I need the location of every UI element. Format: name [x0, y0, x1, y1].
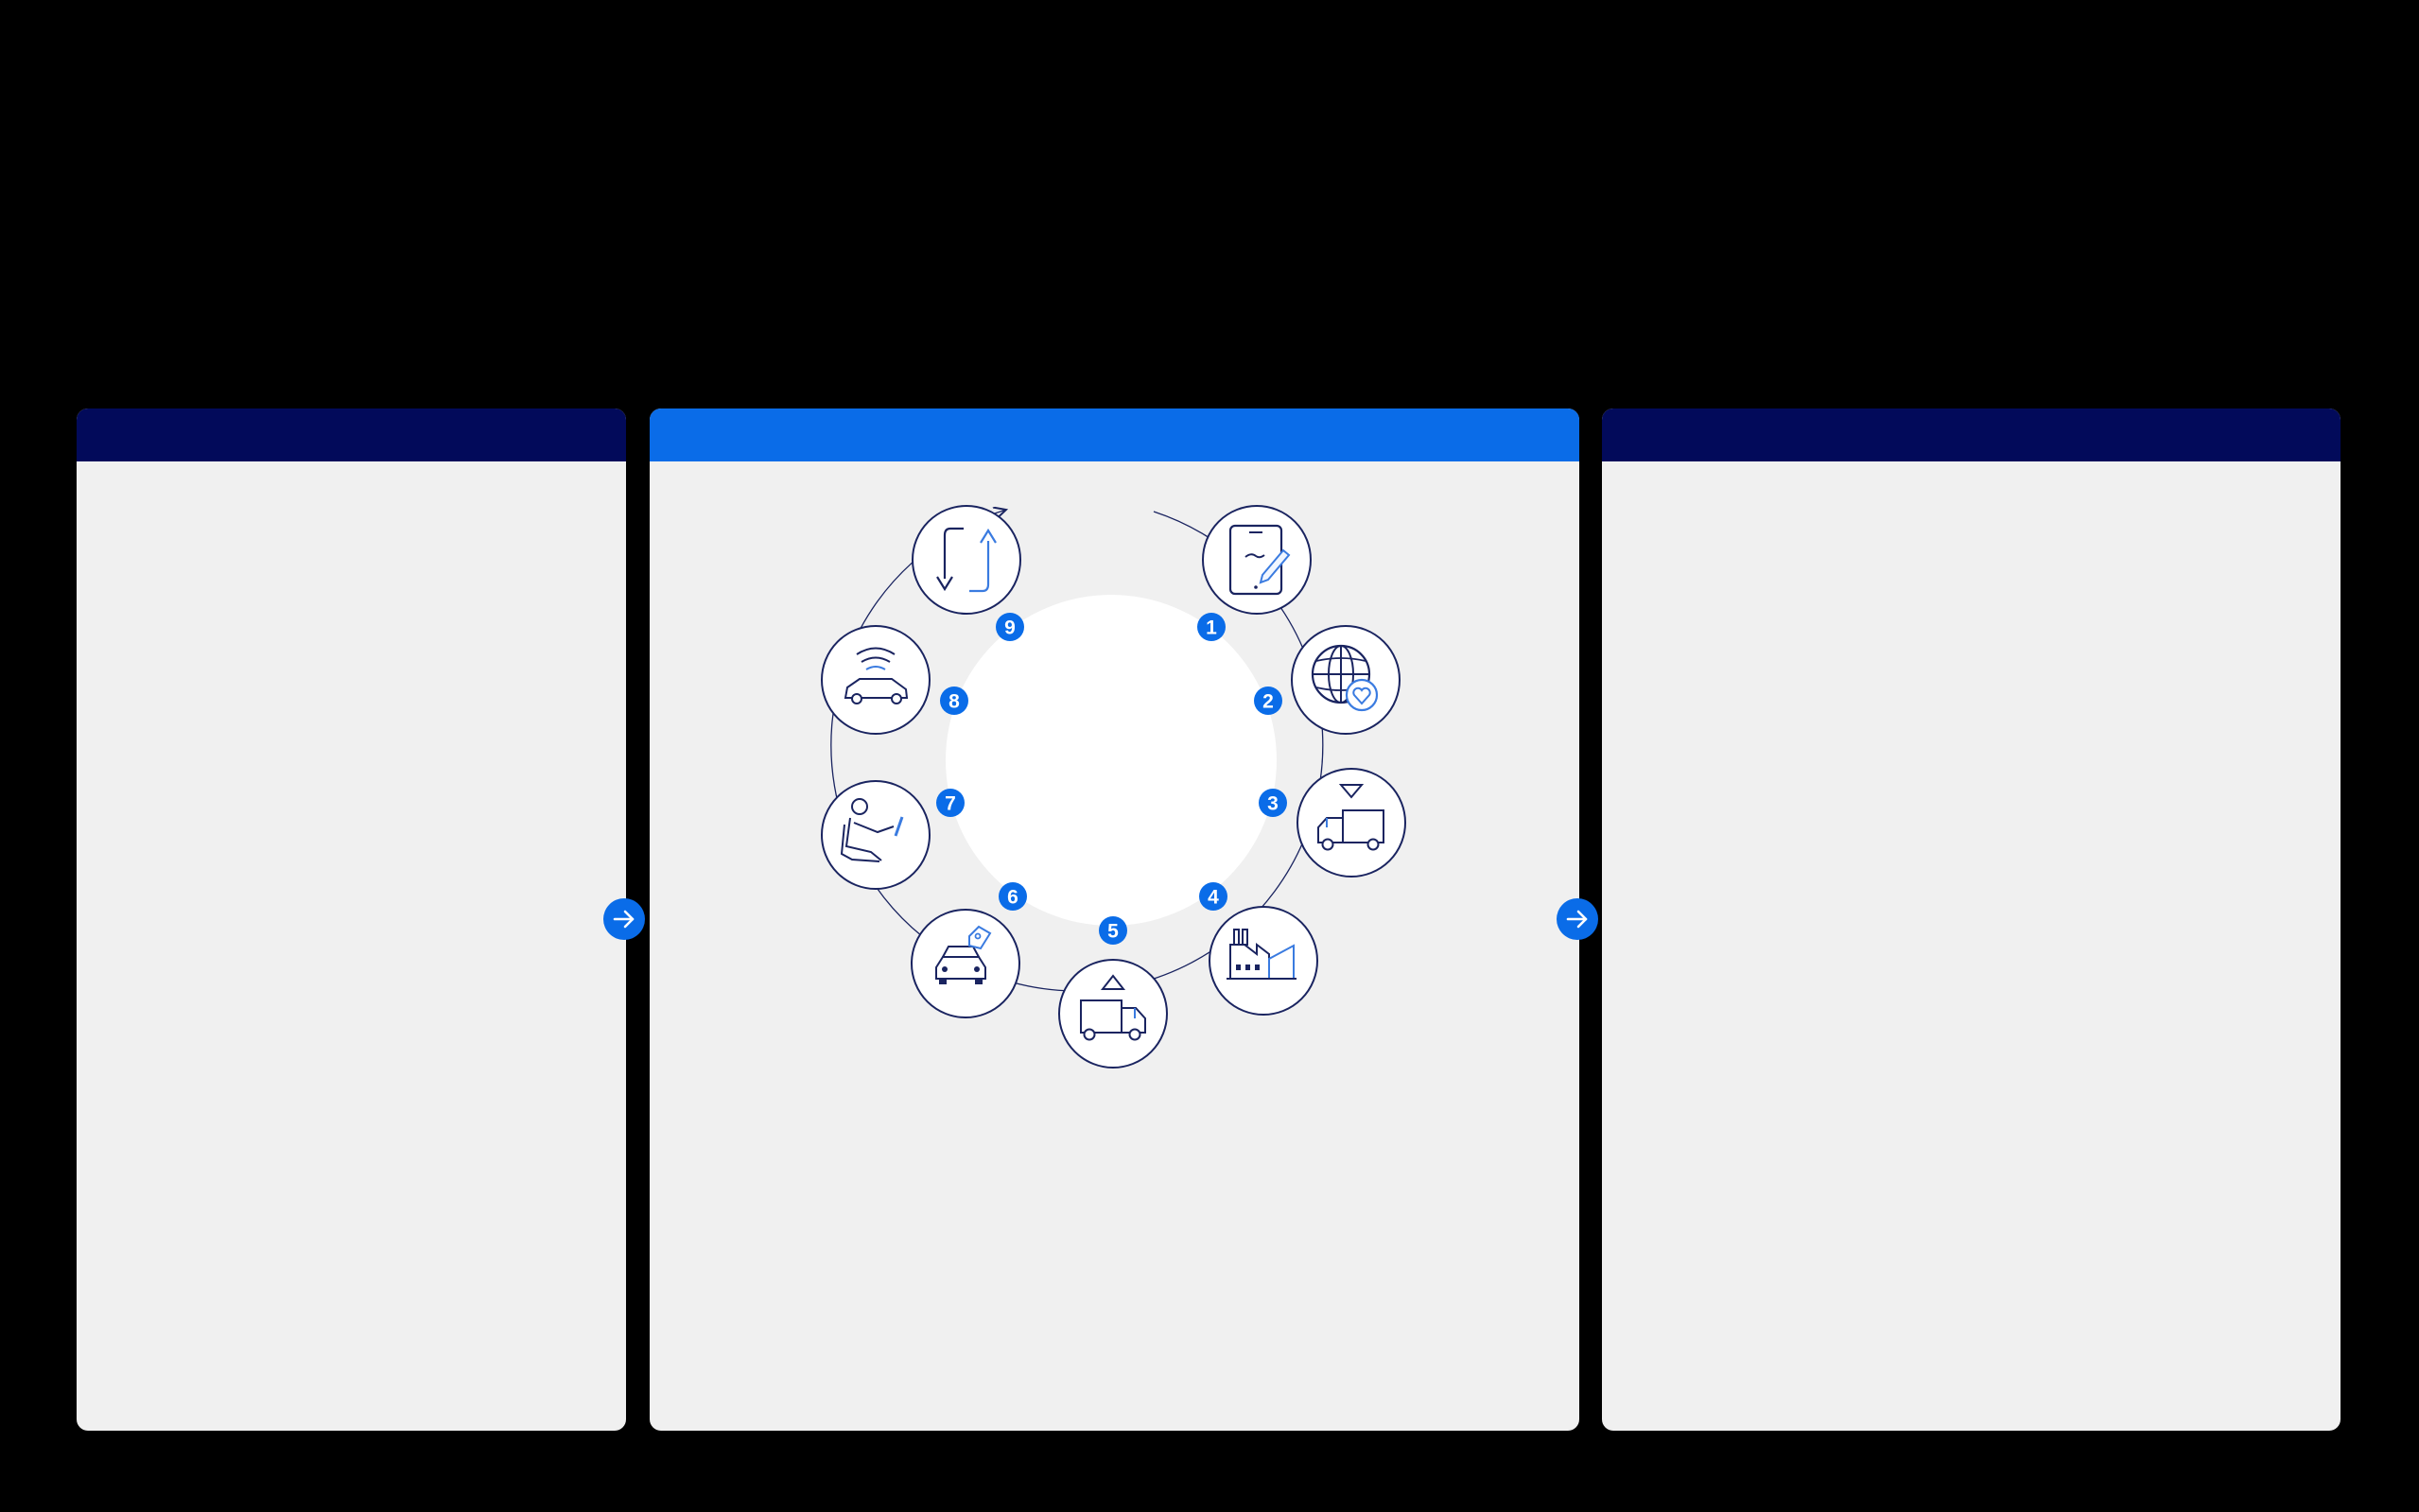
step-6[interactable]: 6	[911, 882, 1027, 1018]
arrow-right-icon	[613, 910, 635, 929]
step-2-badge	[1254, 686, 1282, 715]
step-7-badge	[936, 789, 965, 817]
right-panel	[1602, 408, 2341, 1431]
step-9[interactable]: 9	[912, 505, 1024, 641]
step-3-badge	[1259, 789, 1287, 817]
arrow-right-icon	[1566, 910, 1588, 929]
truck-inbound-icon	[1297, 768, 1406, 878]
step-4-badge	[1199, 882, 1227, 911]
step-3[interactable]: 3	[1259, 768, 1406, 878]
recycle-arrows-icon	[912, 505, 1021, 615]
step-5[interactable]: 5	[1058, 916, 1168, 1069]
globe-heart-icon	[1291, 625, 1401, 735]
truck-outbound-icon	[1058, 959, 1168, 1069]
step-3-number: 3	[1267, 793, 1279, 815]
step-2[interactable]: 2	[1254, 625, 1401, 735]
step-6-number: 6	[1007, 887, 1018, 909]
car-price-tag-icon	[911, 909, 1020, 1018]
step-1[interactable]: 1	[1197, 505, 1312, 641]
step-9-number: 9	[1004, 617, 1016, 639]
step-6-badge	[999, 882, 1027, 911]
step-7-number: 7	[945, 793, 956, 815]
tablet-pencil-icon	[1202, 505, 1312, 615]
center-disc	[946, 595, 1277, 926]
step-2-number: 2	[1262, 691, 1274, 713]
lifecycle-diagram: 1 2	[821, 505, 1406, 1069]
step-8-number: 8	[948, 691, 960, 713]
step-8-badge	[940, 686, 968, 715]
right-panel-header	[1602, 408, 2341, 461]
driver-seat-icon	[821, 780, 931, 890]
next-button-left[interactable]	[603, 898, 645, 940]
center-panel-header	[650, 408, 1579, 461]
step-4[interactable]: 4	[1199, 882, 1318, 1016]
step-5-number: 5	[1107, 921, 1119, 943]
factory-icon	[1209, 906, 1318, 1016]
next-button-right[interactable]	[1557, 898, 1598, 940]
step-7[interactable]: 7	[821, 780, 965, 890]
step-8[interactable]: 8	[821, 625, 968, 735]
step-1-number: 1	[1206, 617, 1217, 639]
connected-car-icon	[821, 625, 931, 735]
step-5-badge	[1099, 916, 1127, 945]
step-9-badge	[996, 613, 1024, 641]
step-1-badge	[1197, 613, 1226, 641]
left-panel	[77, 408, 626, 1431]
center-panel: 1 2	[650, 408, 1579, 1431]
left-panel-header	[77, 408, 626, 461]
step-4-number: 4	[1208, 887, 1219, 909]
